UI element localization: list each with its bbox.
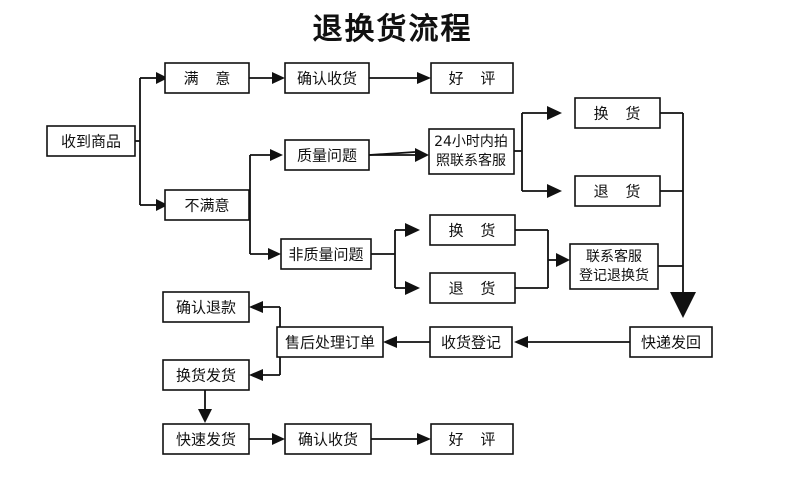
node-label-line2: 照联系客服: [436, 152, 506, 169]
edge-shouhouchuli-split: [249, 301, 281, 381]
node-queren-shouhuo-bottom[interactable]: 确认收货: [284, 423, 372, 455]
node-label: 快递发回: [641, 334, 701, 352]
edge-feizhiliang-split: [371, 223, 420, 295]
edge-24h-split: [514, 106, 562, 198]
node-label: 确认收货: [298, 431, 358, 449]
node-queren-shouhuo-top[interactable]: 确认收货: [284, 62, 370, 94]
node-huanhuo-zhiliang[interactable]: 换 货: [574, 97, 661, 129]
node-label: 质量问题: [297, 147, 357, 165]
node-haoping-top[interactable]: 好 评: [430, 62, 514, 94]
edge-manyi-querenshouhuo: [249, 72, 285, 84]
node-kuaidi-fahui[interactable]: 快递发回: [629, 326, 713, 358]
edge-layer: [135, 72, 696, 445]
edge-kuaisufahuo-querenshouhuo: [249, 433, 285, 445]
edge-right-bus-to-kuaidifahui: [658, 112, 696, 318]
node-tuihuo-feizhiliang[interactable]: 退 货: [429, 272, 516, 304]
edge-huanhuofahuo-kuaisufahuo: [198, 390, 212, 423]
node-zhiliang-wenti[interactable]: 质量问题: [284, 139, 370, 171]
node-label: 快速发货: [176, 431, 236, 449]
node-kuaisu-fahuo[interactable]: 快速发货: [162, 423, 250, 455]
node-lianxi-kefu-dengji[interactable]: 联系客服 登记退换货: [569, 243, 659, 290]
edge-shouhuodengji-shouhouchuli: [383, 336, 430, 348]
edge-querenshouhuo-haoping: [369, 72, 431, 84]
page-title: 退换货流程: [312, 12, 473, 47]
node-label: 售后处理订单: [285, 334, 375, 352]
edge-shoudao-split: [135, 72, 168, 211]
node-label: 满 意: [184, 70, 237, 88]
node-bumanyi[interactable]: 不满意: [164, 189, 250, 221]
node-huanhuo-fahuo[interactable]: 换货发货: [162, 359, 250, 391]
node-label: 确认收货: [297, 70, 357, 88]
node-label: 退 货: [594, 183, 647, 201]
node-label: 收到商品: [61, 133, 121, 151]
edge-zhiliangwenti-24h: [368, 148, 429, 162]
node-label: 确认退款: [176, 299, 236, 317]
node-huanhuo-feizhiliang[interactable]: 换 货: [429, 214, 516, 246]
node-label: 好 评: [449, 70, 502, 88]
node-shouhou-chuli-dingdan[interactable]: 售后处理订单: [276, 326, 384, 358]
node-manyi[interactable]: 满 意: [164, 62, 250, 94]
edge-querenshouhuo2-haoping2: [371, 433, 431, 445]
node-label-line1: 联系客服: [586, 248, 642, 265]
node-layer: 收到商品 满 意 确认收货 好 评 不满意 质量问题: [46, 62, 713, 455]
node-label: 换 货: [594, 105, 647, 123]
node-queren-tuikuan[interactable]: 确认退款: [162, 291, 250, 323]
edge-kuaidifahui-shouhuodengji: [514, 336, 630, 348]
node-tuihuo-zhiliang[interactable]: 退 货: [574, 175, 661, 207]
node-label: 换 货: [449, 222, 502, 240]
node-label: 不满意: [184, 197, 229, 215]
node-fei-zhiliang-wenti[interactable]: 非质量问题: [280, 238, 372, 270]
node-shouhuo-dengji[interactable]: 收货登记: [429, 326, 513, 358]
node-haoping-bottom[interactable]: 好 评: [430, 423, 514, 455]
edge-huanhuo-tuihuo-merge: [515, 229, 570, 289]
node-label: 换货发货: [176, 367, 236, 385]
node-label: 退 货: [449, 280, 502, 298]
node-label-line2: 登记退换货: [579, 267, 649, 284]
node-label: 好 评: [449, 431, 502, 449]
node-label-line1: 24小时内拍: [434, 134, 508, 150]
edge-bumanyi-split: [249, 149, 283, 260]
node-24xiaoshi-lianxi-kefu[interactable]: 24小时内拍 照联系客服: [428, 128, 515, 175]
node-label: 收货登记: [441, 334, 501, 352]
node-label: 非质量问题: [288, 246, 363, 264]
node-shoudao-shangpin[interactable]: 收到商品: [46, 125, 136, 157]
